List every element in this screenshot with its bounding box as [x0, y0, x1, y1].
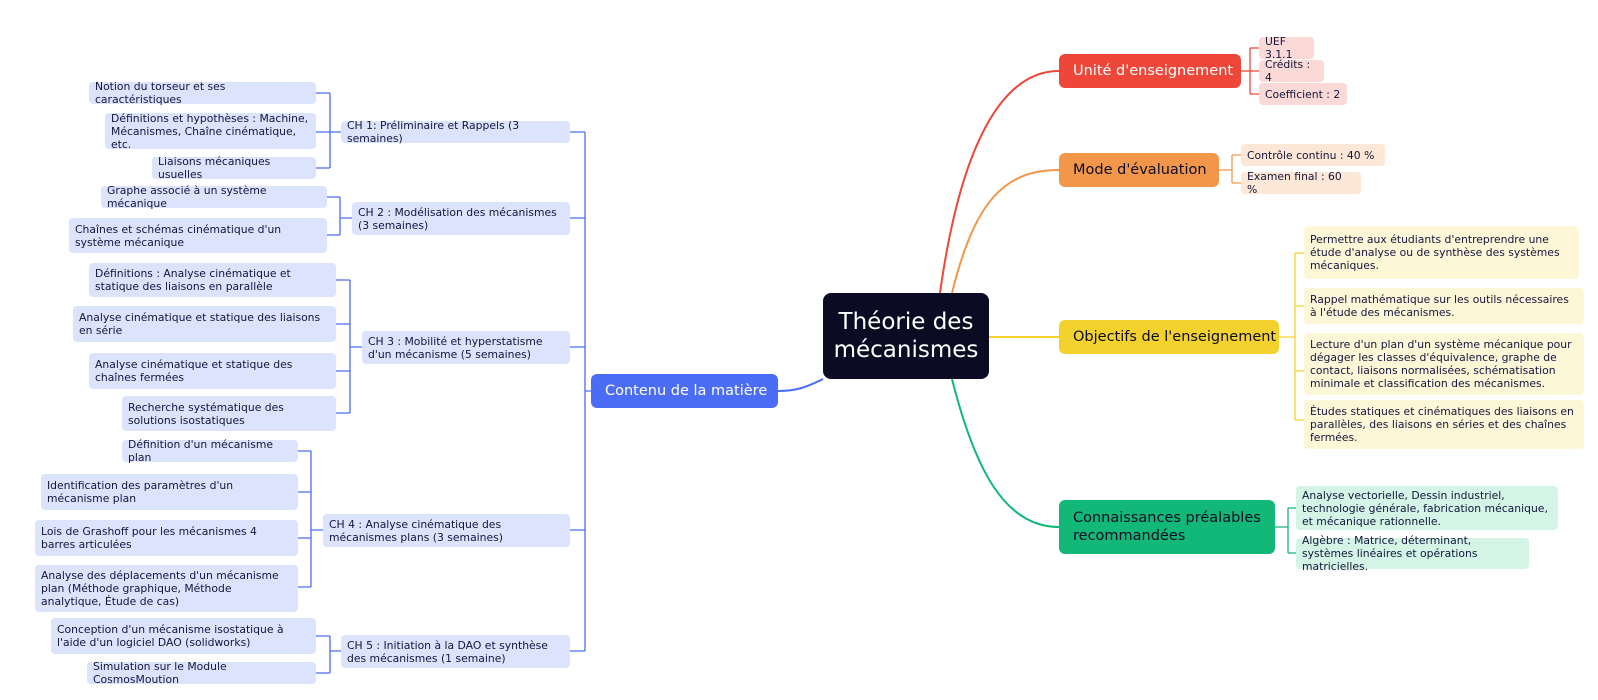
branch-contenu[interactable]: Contenu de la matière: [591, 374, 778, 408]
chapter-2[interactable]: CH 2 : Modélisation des mécanismes (3 se…: [352, 202, 570, 235]
leaf-objectif-2[interactable]: Rappel mathématique sur les outils néces…: [1304, 288, 1584, 324]
leaf-connaissance-2[interactable]: Algèbre : Matrice, déterminant, systèmes…: [1296, 534, 1529, 573]
link-contenu: [777, 378, 824, 392]
ch4-item-4[interactable]: Analyse des déplacements d'un mécanisme …: [35, 565, 298, 612]
leaf-objectif-1[interactable]: Permettre aux étudiants d'entreprendre u…: [1304, 226, 1579, 279]
ch1-item-2[interactable]: Définitions et hypothèses : Machine, Méc…: [105, 112, 316, 151]
ch4-item-2[interactable]: Identification des paramètres d'un mécan…: [41, 474, 298, 510]
ch2-item-1[interactable]: Graphe associé à un système mécanique: [101, 184, 327, 210]
ch1-item-3[interactable]: Liaisons mécaniques usuelles: [152, 155, 316, 181]
ch1-item-1[interactable]: Notion du torseur et ses caractéristique…: [89, 80, 316, 106]
leaf-objectif-3[interactable]: Lecture d'un plan d'un système mécanique…: [1304, 333, 1584, 395]
central-topic[interactable]: Théorie des mécanismes: [823, 293, 989, 379]
chapter-1[interactable]: CH 1: Préliminaire et Rappels (3 semaine…: [341, 119, 570, 145]
ch4-item-3[interactable]: Lois de Grashoff pour les mécanismes 4 b…: [35, 520, 298, 556]
chapter-5[interactable]: CH 5 : Initiation à la DAO et synthèse d…: [341, 635, 570, 668]
leaf-unite-code[interactable]: UEF 3.1.1: [1259, 35, 1314, 61]
link-mode: [951, 169, 1060, 294]
ch3-item-2[interactable]: Analyse cinématique et statique des liai…: [73, 306, 336, 342]
branch-connaissances[interactable]: Connaissances préalables recommandées: [1059, 500, 1275, 554]
leaf-mode-examen[interactable]: Examen final : 60 %: [1241, 170, 1361, 196]
branch-unite-enseignement[interactable]: Unité d'enseignement: [1059, 54, 1241, 88]
link-connaissances: [951, 378, 1060, 528]
ch3-item-4[interactable]: Recherche systématique des solutions iso…: [122, 396, 336, 431]
ch3-item-1[interactable]: Définitions : Analyse cinématique et sta…: [89, 263, 336, 297]
ch3-item-3[interactable]: Analyse cinématique et statique des chaî…: [89, 353, 336, 389]
chapter-3[interactable]: CH 3 : Mobilité et hyperstatisme d'un mé…: [362, 331, 570, 364]
chapter-4[interactable]: CH 4 : Analyse cinématique des mécanisme…: [323, 514, 570, 547]
leaf-mode-controle[interactable]: Contrôle continu : 40 %: [1241, 144, 1385, 166]
branch-objectifs[interactable]: Objectifs de l'enseignement: [1059, 320, 1279, 354]
leaf-objectif-4[interactable]: Études statiques et cinématiques des lia…: [1304, 400, 1584, 449]
link-unite: [939, 70, 1060, 294]
ch2-item-2[interactable]: Chaînes et schémas cinématique d'un syst…: [69, 218, 327, 253]
ch5-item-1[interactable]: Conception d'un mécanisme isostatique à …: [51, 618, 316, 654]
ch5-item-2[interactable]: Simulation sur le Module CosmosMoution: [87, 660, 316, 686]
ch4-item-1[interactable]: Définition d'un mécanisme plan: [122, 438, 298, 464]
leaf-unite-coefficient[interactable]: Coefficient : 2: [1259, 83, 1347, 105]
leaf-connaissance-1[interactable]: Analyse vectorielle, Dessin industriel, …: [1296, 486, 1558, 530]
branch-mode-evaluation[interactable]: Mode d'évaluation: [1059, 153, 1219, 187]
leaf-unite-credits[interactable]: Crédits : 4: [1259, 58, 1324, 84]
